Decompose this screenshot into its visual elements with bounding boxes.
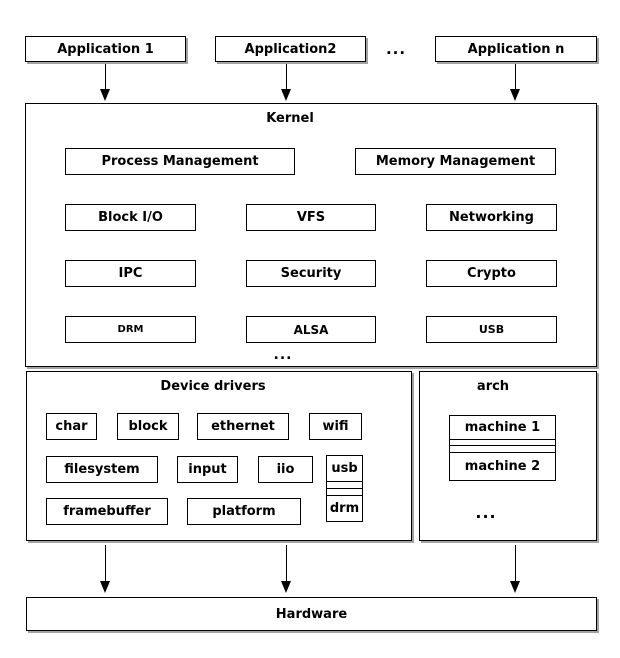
- arrow-head-icon: [100, 581, 110, 593]
- drm-box: DRM: [65, 316, 196, 343]
- machines-stack: machine 1 machine 2: [449, 415, 556, 481]
- application-n-box: Application n: [435, 36, 597, 62]
- arrow-stem: [515, 64, 516, 90]
- machine-1-cell: machine 1: [450, 416, 555, 440]
- platform-driver-box: platform: [187, 498, 301, 525]
- arrow-head-icon: [100, 89, 110, 101]
- vfs-box: VFS: [246, 204, 376, 231]
- arrow-app1-to-kernel: [100, 64, 111, 101]
- usb-drm-driver-stack: usb drm: [326, 455, 363, 522]
- alsa-box: ALSA: [246, 316, 376, 343]
- arch-ellipsis: ...: [475, 503, 497, 522]
- arrow-head-icon: [281, 581, 291, 593]
- arrow-drivers-to-hardware-1: [100, 545, 111, 593]
- kernel-title: Kernel: [266, 111, 314, 126]
- stack-separator: [327, 482, 362, 489]
- usb-box: USB: [426, 316, 557, 343]
- security-box: Security: [246, 260, 376, 287]
- arrow-head-icon: [281, 89, 291, 101]
- kernel-box: Kernel Process Management Memory Managem…: [25, 103, 597, 367]
- arrow-app2-to-kernel: [281, 64, 292, 101]
- networking-box: Networking: [426, 204, 557, 231]
- application-1-box: Application 1: [25, 36, 186, 62]
- ethernet-driver-box: ethernet: [197, 413, 289, 440]
- stack-separator: [327, 489, 362, 496]
- arch-box: arch machine 1 machine 2 ...: [419, 371, 597, 541]
- kernel-ellipsis: ...: [273, 347, 293, 363]
- arrow-arch-to-hardware: [510, 545, 521, 593]
- char-driver-box: char: [46, 413, 97, 440]
- hardware-box: Hardware: [26, 597, 597, 631]
- arrow-head-icon: [510, 89, 520, 101]
- arrow-stem: [105, 64, 106, 90]
- arrow-drivers-to-hardware-2: [281, 545, 292, 593]
- machine-2-cell: machine 2: [464, 458, 541, 474]
- stack-separator: [450, 446, 555, 453]
- framebuffer-driver-box: framebuffer: [46, 498, 168, 525]
- block-driver-box: block: [117, 413, 179, 440]
- stack-separator: [450, 440, 555, 446]
- process-management-box: Process Management: [65, 148, 295, 175]
- applications-ellipsis: ...: [385, 40, 407, 58]
- iio-driver-box: iio: [258, 456, 313, 483]
- device-drivers-box: Device drivers char block ethernet wifi …: [26, 371, 412, 541]
- drm-driver-cell: drm: [329, 501, 360, 516]
- arrow-stem: [286, 545, 287, 582]
- arrow-stem: [286, 64, 287, 90]
- wifi-driver-box: wifi: [309, 413, 362, 440]
- input-driver-box: input: [177, 456, 238, 483]
- device-drivers-title: Device drivers: [160, 379, 266, 394]
- block-io-box: Block I/O: [65, 204, 196, 231]
- usb-driver-cell: usb: [327, 456, 362, 482]
- arrow-stem: [515, 545, 516, 582]
- arrow-stem: [105, 545, 106, 582]
- memory-management-box: Memory Management: [355, 148, 556, 175]
- arch-title: arch: [476, 379, 510, 394]
- arrow-appn-to-kernel: [510, 64, 521, 101]
- application-2-box: Application2: [215, 36, 366, 62]
- filesystem-driver-box: filesystem: [46, 456, 158, 483]
- arrow-head-icon: [510, 581, 520, 593]
- crypto-box: Crypto: [426, 260, 557, 287]
- ipc-box: IPC: [65, 260, 196, 287]
